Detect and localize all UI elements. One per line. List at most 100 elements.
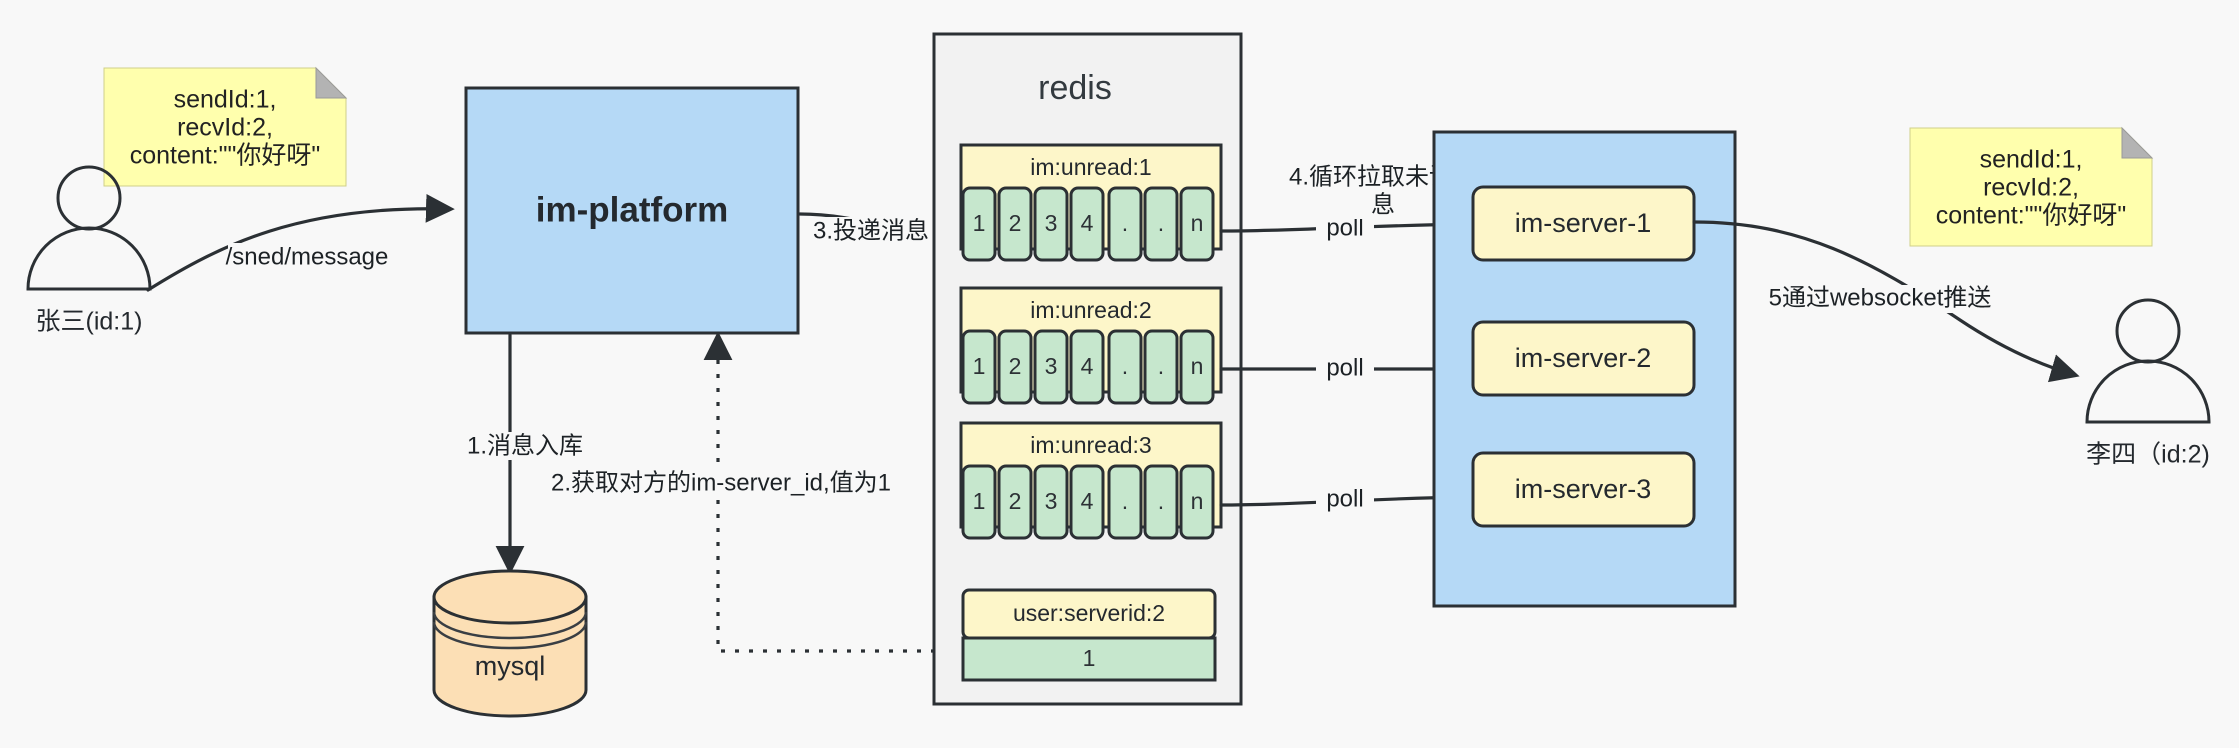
edge-label-poll-3: poll bbox=[1326, 485, 1363, 512]
edge-label-bg-step2 bbox=[576, 469, 866, 497]
queue-cell[interactable] bbox=[1033, 464, 1069, 540]
node-label-im-server-2: im-server-2 bbox=[1515, 343, 1652, 373]
queue-cell-label: . bbox=[1158, 210, 1164, 236]
note-body-right bbox=[1909, 127, 2153, 247]
queue-cell[interactable] bbox=[1107, 464, 1143, 540]
queue-cell[interactable] bbox=[997, 464, 1033, 540]
queue-cell[interactable] bbox=[1069, 186, 1105, 262]
queue-cell-label: . bbox=[1122, 353, 1128, 379]
queue-cell-label: . bbox=[1158, 488, 1164, 514]
edge-send-message: /sned/message bbox=[146, 193, 455, 292]
edge-step2-fetch-serverid: 2.获取对方的im-server_id,值为1 bbox=[551, 331, 1005, 653]
queue-cell[interactable] bbox=[1107, 329, 1143, 405]
edge-label-poll-2: poll bbox=[1326, 354, 1363, 381]
node-cylinder-ring1-mysql bbox=[432, 611, 588, 640]
node-im-server-3[interactable]: im-server-3 bbox=[1471, 451, 1696, 528]
node-cylinder-top-mysql bbox=[432, 569, 588, 625]
node-mysql[interactable]: mysql bbox=[432, 569, 588, 718]
redis-key-label-2: im:unread:2 bbox=[1030, 297, 1151, 323]
message-payload-note-right: sendId:1, recvId:2, content:""你好呀" bbox=[1909, 126, 2154, 247]
queue-cell[interactable] bbox=[1179, 329, 1215, 405]
node-im-server-1[interactable]: im-server-1 bbox=[1471, 185, 1696, 262]
node-box-im-server-2[interactable] bbox=[1471, 320, 1696, 397]
queue-cell[interactable] bbox=[1179, 186, 1215, 262]
redis-key-group-user-serverid[interactable]: user:serverid:2 1 bbox=[961, 588, 1217, 682]
edge-label-step5: 5通过websocket推送 bbox=[1769, 284, 1992, 311]
queue-cell[interactable] bbox=[1143, 329, 1179, 405]
note-line-3-left: content:""你好呀" bbox=[130, 142, 321, 170]
queue-cell-label: 2 bbox=[1009, 210, 1022, 236]
redis-value-label-user-serverid: 1 bbox=[1083, 645, 1096, 671]
redis-key-group-1[interactable]: im:unread:1 1 2 3 4 . . n bbox=[959, 143, 1223, 262]
node-label-im-server-1: im-server-1 bbox=[1515, 208, 1652, 238]
note-fold-corner-icon-left bbox=[315, 66, 348, 99]
actor-body-icon-receiver bbox=[2085, 359, 2211, 424]
queue-cell-label: 1 bbox=[973, 353, 986, 379]
node-cylinder-ring2-mysql bbox=[432, 621, 588, 650]
node-cylinder-body-mysql[interactable] bbox=[432, 595, 588, 718]
queue-cell-label: 4 bbox=[1081, 353, 1094, 379]
queue-cell[interactable] bbox=[1069, 464, 1105, 540]
edge-poll-2: poll bbox=[1219, 354, 1474, 384]
queue-cell[interactable] bbox=[1069, 329, 1105, 405]
edge-label-step1: 1.消息入库 bbox=[467, 432, 583, 459]
message-payload-note-left: sendId:1, recvId:2, content:""你好呀" bbox=[103, 66, 348, 187]
queue-cell-label: . bbox=[1158, 353, 1164, 379]
queue-cell-label: 3 bbox=[1045, 353, 1058, 379]
queue-cell-label: 2 bbox=[1009, 353, 1022, 379]
note-line-2-left: recvId:2, bbox=[177, 114, 273, 142]
note-line-1-right: sendId:1, bbox=[1980, 146, 2083, 174]
note-body-left bbox=[103, 67, 347, 187]
node-im-server-2[interactable]: im-server-2 bbox=[1471, 320, 1696, 397]
note-line-3-right: content:""你好呀" bbox=[1936, 202, 2127, 230]
edge-label-step4-line2: 息 bbox=[1371, 191, 1395, 218]
edge-label-bg-poll-3 bbox=[1316, 485, 1374, 513]
queue-cell[interactable] bbox=[1033, 186, 1069, 262]
queue-cell[interactable] bbox=[1033, 329, 1069, 405]
redis-key-group-2[interactable]: im:unread:2 1 2 3 4 . . n bbox=[959, 286, 1223, 405]
node-im-platform[interactable]: im-platform bbox=[464, 86, 800, 335]
queue-cell-label: 4 bbox=[1081, 210, 1094, 236]
queue-cell-label: 4 bbox=[1081, 488, 1094, 514]
queue-cell[interactable] bbox=[961, 186, 997, 262]
redis-value-box-user-serverid[interactable] bbox=[961, 636, 1217, 682]
edge-line-send-message bbox=[146, 193, 455, 292]
edge-label-bg-step1 bbox=[452, 432, 598, 460]
note-line-2-right: recvId:2, bbox=[1983, 174, 2079, 202]
queue-cell-label: n bbox=[1191, 488, 1204, 514]
queue-cell-label: 1 bbox=[973, 488, 986, 514]
queue-cell-label: . bbox=[1122, 210, 1128, 236]
edge-label-bg-send-message bbox=[228, 243, 386, 271]
queue-cell[interactable] bbox=[1143, 186, 1179, 262]
redis-queue-cells-1: 1 2 3 4 . . n bbox=[961, 186, 1215, 262]
redis-key-label-3: im:unread:3 bbox=[1030, 432, 1151, 458]
queue-cell[interactable] bbox=[1143, 464, 1179, 540]
queue-cell[interactable] bbox=[961, 464, 997, 540]
actor-receiver: 李四（id:2) bbox=[2085, 298, 2211, 469]
redis-queue-cells-2: 1 2 3 4 . . n bbox=[961, 329, 1215, 405]
queue-cell-label: 2 bbox=[1009, 488, 1022, 514]
queue-cell[interactable] bbox=[1179, 464, 1215, 540]
actor-label-receiver: 李四（id:2) bbox=[2086, 441, 2210, 469]
queue-cell[interactable] bbox=[1107, 186, 1143, 262]
queue-cell-label: 3 bbox=[1045, 488, 1058, 514]
container-title-redis: redis bbox=[1038, 69, 1112, 107]
queue-cell[interactable] bbox=[997, 329, 1033, 405]
node-box-im-server-3[interactable] bbox=[1471, 451, 1696, 528]
redis-key-label-1: im:unread:1 bbox=[1030, 154, 1151, 180]
redis-queue-cells-3: 1 2 3 4 . . n bbox=[961, 464, 1215, 540]
queue-cell-label: n bbox=[1191, 210, 1204, 236]
actor-sender: 张三(id:1) bbox=[26, 165, 152, 336]
queue-cell[interactable] bbox=[997, 186, 1033, 262]
note-line-1-left: sendId:1, bbox=[174, 86, 277, 114]
edge-step1-message-persist: 1.消息入库 bbox=[452, 333, 598, 575]
edge-poll-3: poll bbox=[1219, 483, 1474, 513]
container-redis: redis im:unread:1 1 2 3 4 . . n bbox=[932, 32, 1243, 706]
queue-cell-label: . bbox=[1122, 488, 1128, 514]
queue-cell-label: 3 bbox=[1045, 210, 1058, 236]
redis-key-group-3[interactable]: im:unread:3 1 2 3 4 . . n bbox=[959, 421, 1223, 540]
queue-cell[interactable] bbox=[961, 329, 997, 405]
edge-label-step2: 2.获取对方的im-server_id,值为1 bbox=[551, 469, 891, 496]
node-box-im-platform[interactable] bbox=[464, 86, 800, 335]
